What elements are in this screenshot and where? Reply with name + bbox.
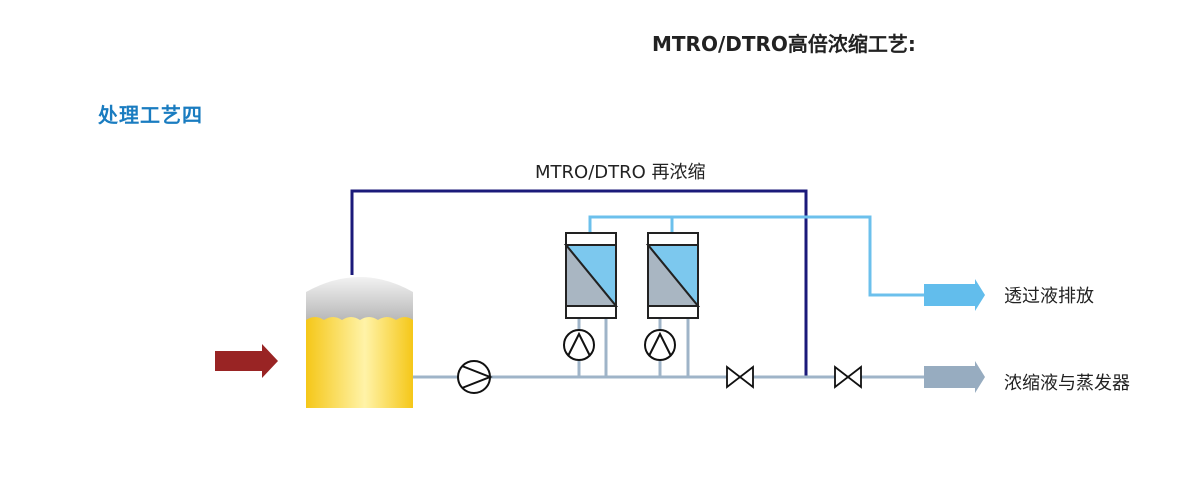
membrane-module-1 <box>563 232 619 319</box>
booster-pump-2-icon <box>644 329 676 361</box>
concentrate-arrow-icon <box>924 361 985 393</box>
recirculation-label: MTRO/DTRO 再浓缩 <box>535 162 706 183</box>
permeate-line <box>588 215 925 297</box>
section-title: 处理工艺四 <box>98 103 203 127</box>
tank-liquid <box>306 317 413 408</box>
concentrate-label: 浓缩液与蒸发器 <box>1004 373 1130 394</box>
main-pump-icon <box>457 360 493 394</box>
permeate-arrow-icon <box>924 279 985 311</box>
booster-pump-1-icon <box>563 329 595 361</box>
permeate-label: 透过液排放 <box>1004 286 1094 307</box>
recirculation-line <box>350 189 808 377</box>
valve-1-icon <box>726 365 754 389</box>
feed-arrow-icon <box>215 344 278 378</box>
page-title: MTRO/DTRO高倍浓缩工艺: <box>652 32 916 56</box>
valve-2-icon <box>834 365 862 389</box>
membrane-module-2 <box>645 232 701 319</box>
storage-tank <box>306 277 413 408</box>
